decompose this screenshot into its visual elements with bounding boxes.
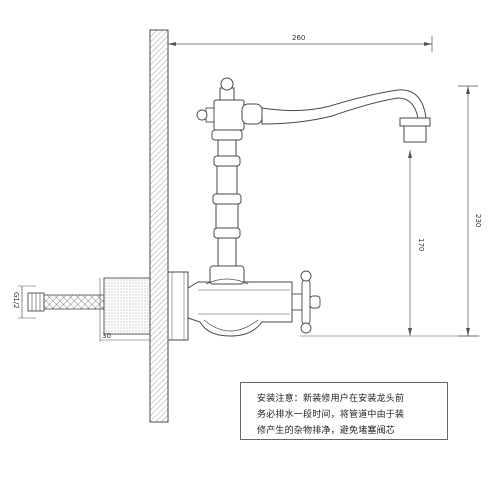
note-line-1: 安装注意：新装修用户在安装龙头前: [257, 394, 405, 404]
hose-connection: [27, 292, 105, 312]
dimension-height: 230: [458, 85, 482, 337]
faucet-column: [211, 129, 243, 267]
note-line-3: 修产生的杂物排净，避免堵塞阀芯: [257, 426, 396, 436]
dimension-thread: G1/2: [12, 285, 36, 319]
valve-body: [187, 281, 293, 337]
dimension-reach: 260: [168, 34, 433, 52]
cross-handle-side: [291, 270, 321, 334]
dimension-thread-label: G1/2: [12, 292, 20, 309]
dimension-height-label: 230: [474, 214, 482, 227]
escutcheon: [167, 271, 189, 341]
dimension-spout: 170: [408, 150, 425, 336]
installation-note: 安装注意：新装修用户在安装龙头前 务必排水一段时间，将管道中由于装 修产生的杂物…: [240, 382, 448, 440]
cross-handle-top: [196, 107, 215, 123]
column-base: [205, 265, 249, 285]
inwall-block: [103, 277, 151, 335]
valve-head: [213, 77, 263, 131]
dimension-offset: 30: [99, 278, 150, 342]
dimension-offset-label: 30: [102, 332, 111, 340]
dimension-spout-label: 170: [417, 238, 425, 251]
wall-section: [149, 29, 169, 423]
note-line-2: 务必排水一段时间，将管道中由于装: [257, 410, 405, 420]
dimension-reach-label: 260: [292, 34, 305, 42]
spout: [261, 89, 431, 143]
